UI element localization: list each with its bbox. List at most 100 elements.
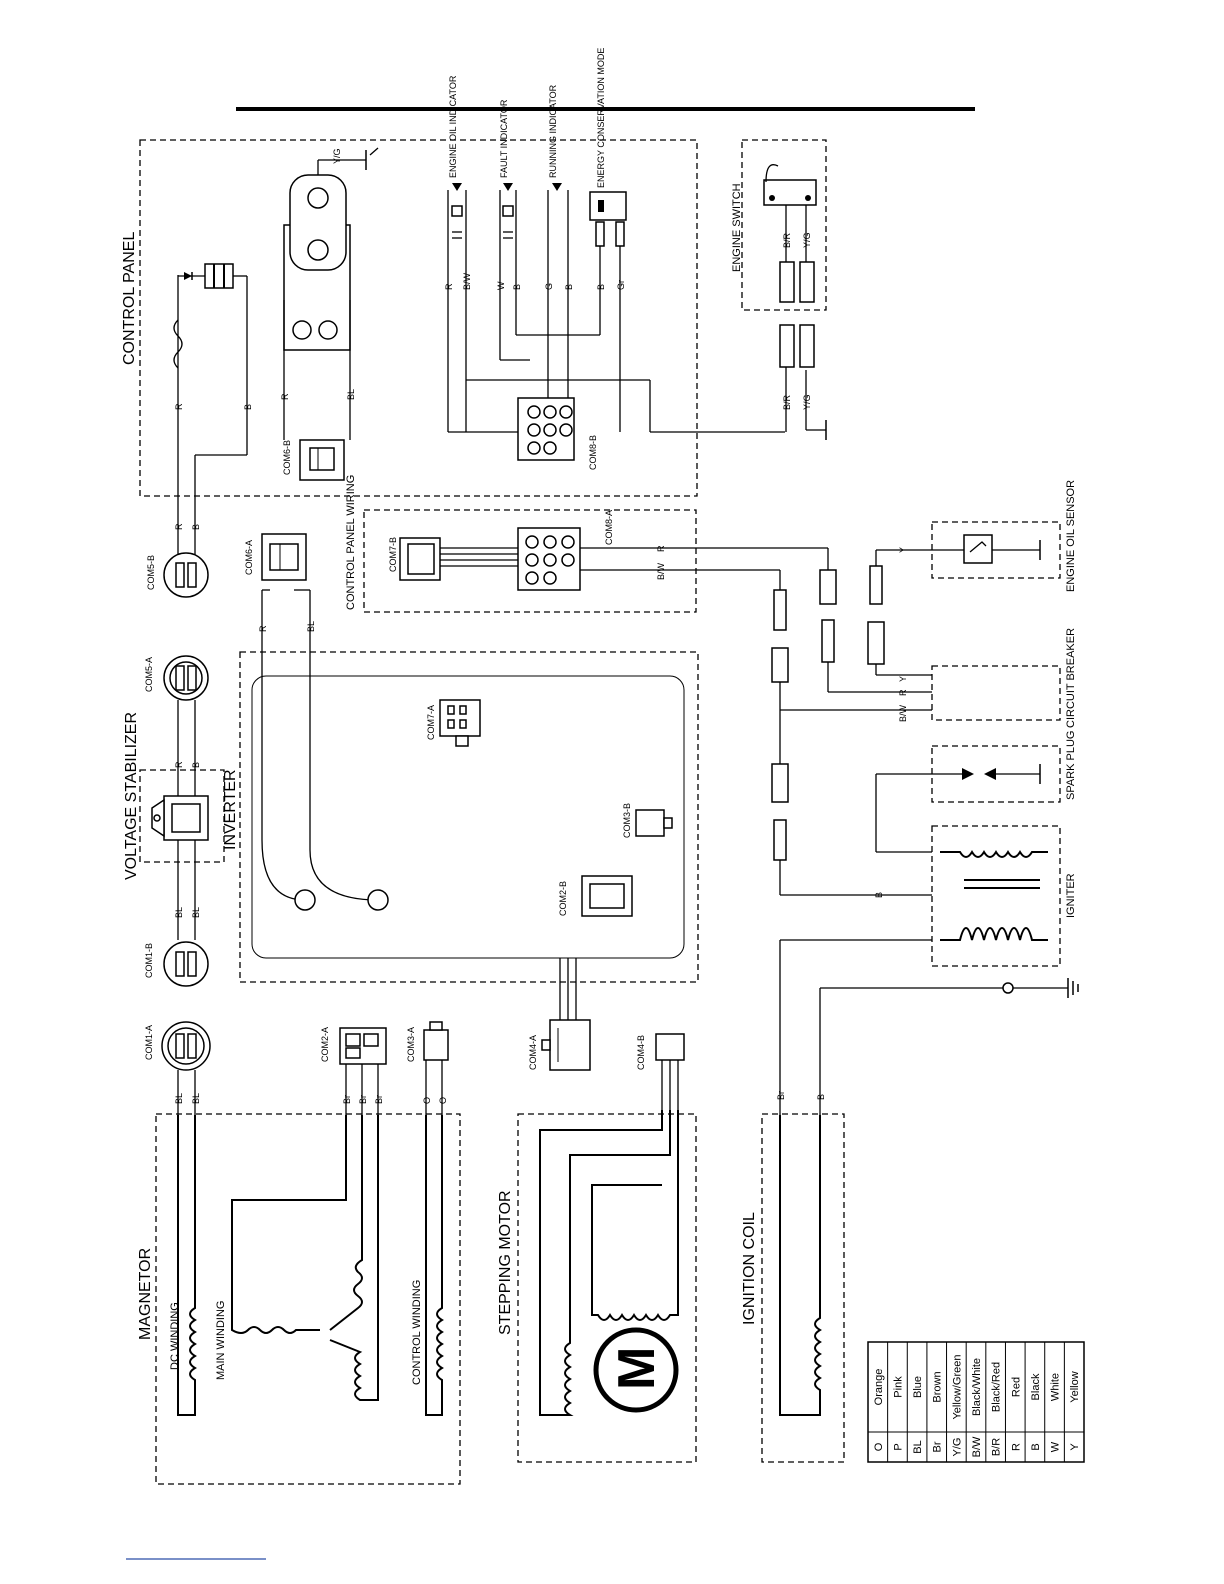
wire-label-bl: BL xyxy=(346,389,356,400)
com7b-com8a-harness xyxy=(399,527,828,591)
legend-code: Y xyxy=(1069,1443,1081,1451)
wire-label-b: B xyxy=(191,762,201,768)
voltage-stabilizer-symbol xyxy=(151,780,209,940)
wire-label-br-red: B/R xyxy=(782,232,792,248)
com4a-connector xyxy=(541,958,591,1071)
com8b-label: COM8-B xyxy=(588,435,598,470)
stepping-motor-label: STEPPING MOTOR xyxy=(497,1190,514,1335)
com4a-label: COM4-A xyxy=(528,1035,538,1070)
control-panel-fuse-circuit xyxy=(173,263,248,505)
legend-code: Y/G xyxy=(951,1438,963,1457)
ignition-coil-label: IGNITION COIL xyxy=(741,1212,758,1325)
inverter-board xyxy=(251,675,685,959)
control-panel-box xyxy=(139,139,698,497)
legend-code: B/R xyxy=(991,1438,1003,1456)
magnetor-windings xyxy=(177,1115,444,1416)
wire-label-bw: B/W xyxy=(898,704,908,722)
wire-label-yg: Y/G xyxy=(802,232,812,248)
stepping-motor-windings xyxy=(539,1110,679,1416)
inverter-box xyxy=(239,651,699,983)
wire-label-br-red: B/R xyxy=(782,394,792,410)
com2a-label: COM2-A xyxy=(320,1027,330,1062)
wire-label-bw: B/W xyxy=(462,272,472,290)
inverter-label: INVERTER xyxy=(222,769,239,850)
motor-m-symbol: M xyxy=(608,1347,666,1390)
wire-label-r: R xyxy=(174,761,184,768)
legend-code: B xyxy=(1030,1443,1042,1450)
wire-label-r: R xyxy=(174,403,184,410)
com8b-connector xyxy=(448,359,785,461)
energy-mode-label: ENERGY CONSERVATION MODE xyxy=(596,48,606,188)
wire-label-bw: B/W xyxy=(656,562,666,580)
com1b-connector xyxy=(163,941,209,987)
igniter-transformer xyxy=(940,850,1048,941)
com4b-label: COM4-B xyxy=(636,1035,646,1070)
wire-label-br: Br xyxy=(342,1095,352,1104)
main-winding-label: MAIN WINDING xyxy=(215,1301,227,1380)
wire-label-r: R xyxy=(280,393,290,400)
wire-label-bl: BL xyxy=(306,621,316,632)
legend-color-name: Brown xyxy=(932,1371,944,1402)
engine-switch-symbol xyxy=(763,164,827,440)
magnetor-label: MAGNETOR xyxy=(137,1248,154,1340)
com6b-connector xyxy=(299,439,345,481)
control-panel-wiring-box xyxy=(363,509,697,613)
com7a-label: COM7-A xyxy=(426,705,436,740)
legend-code: B/W xyxy=(971,1436,983,1457)
wire-label-y: Y xyxy=(898,676,908,682)
magnetor-box xyxy=(155,1113,461,1485)
wire-label-gr: Gr xyxy=(616,280,626,290)
wire-label-r: R xyxy=(444,283,454,290)
legend-code: O xyxy=(873,1442,885,1451)
legend-color-name: Blue xyxy=(912,1376,924,1398)
wire-label-w: W xyxy=(496,281,506,290)
legend-code: P xyxy=(892,1443,904,1450)
com1b-label: COM1-B xyxy=(144,943,154,978)
wire-label-r: R xyxy=(174,523,184,530)
wire-label-yg: Y/G xyxy=(802,394,812,410)
circuit-breaker-label: CIRCUIT BREAKER xyxy=(1065,628,1077,728)
voltage-stabilizer-label: VOLTAGE STABILIZER xyxy=(123,712,140,880)
wire-label-br: Br xyxy=(358,1095,368,1104)
engine-oil-sensor-label: ENGINE OIL SENSOR xyxy=(1065,480,1077,592)
wire-label-o: O xyxy=(438,1097,448,1104)
engine-oil-sensor-symbol xyxy=(932,534,1041,564)
engine-switch-box xyxy=(741,139,827,311)
wire-label-b: B xyxy=(816,1094,826,1100)
igniter-label: IGNITER xyxy=(1065,873,1077,918)
com2a-connector xyxy=(339,1027,387,1115)
inverter-internal xyxy=(261,650,673,917)
legend-code: R xyxy=(1010,1443,1022,1451)
com3a-connector xyxy=(423,1021,449,1115)
legend-color-name: Yellow/Green xyxy=(951,1354,963,1419)
legend-color-name: Black xyxy=(1030,1373,1042,1400)
com6a-connector xyxy=(261,533,311,650)
ac-outlet xyxy=(283,147,379,440)
legend-color-name: Black/Red xyxy=(991,1362,1003,1412)
wire-label-y: Y xyxy=(898,547,908,553)
running-indicator-label: RUNNING INDICATOR xyxy=(548,84,558,178)
igniter-box xyxy=(931,825,1061,967)
com1a-label: COM1-A xyxy=(144,1025,154,1060)
fault-indicator-label: FAULT INDICATOR xyxy=(499,99,509,178)
com6b-label: COM6-B xyxy=(282,440,292,475)
legend-code: W xyxy=(1050,1441,1062,1452)
spark-plug-symbol xyxy=(932,764,1041,784)
ignition-coil-box xyxy=(761,1113,845,1463)
wire-label-b: B xyxy=(596,284,606,290)
control-winding-label: CONTROL WINDING xyxy=(411,1280,423,1385)
wire-label-o: O xyxy=(422,1097,432,1104)
com6a-label: COM6-A xyxy=(244,540,254,575)
com2b-label: COM2-B xyxy=(558,881,568,916)
legend-code: Br xyxy=(932,1441,944,1452)
com8a-label: COM8-A xyxy=(604,510,614,545)
wire-label-r: R xyxy=(258,625,268,632)
wire-label-yg: Y/G xyxy=(332,148,342,164)
legend-code: BL xyxy=(912,1440,924,1453)
wire-label-br: Br xyxy=(374,1095,384,1104)
spark-plug-label: SPARK PLUG xyxy=(1065,731,1077,801)
legend-color-name: Orange xyxy=(873,1369,885,1406)
legend-color-name: White xyxy=(1050,1373,1062,1401)
com5b-connector xyxy=(163,505,209,598)
